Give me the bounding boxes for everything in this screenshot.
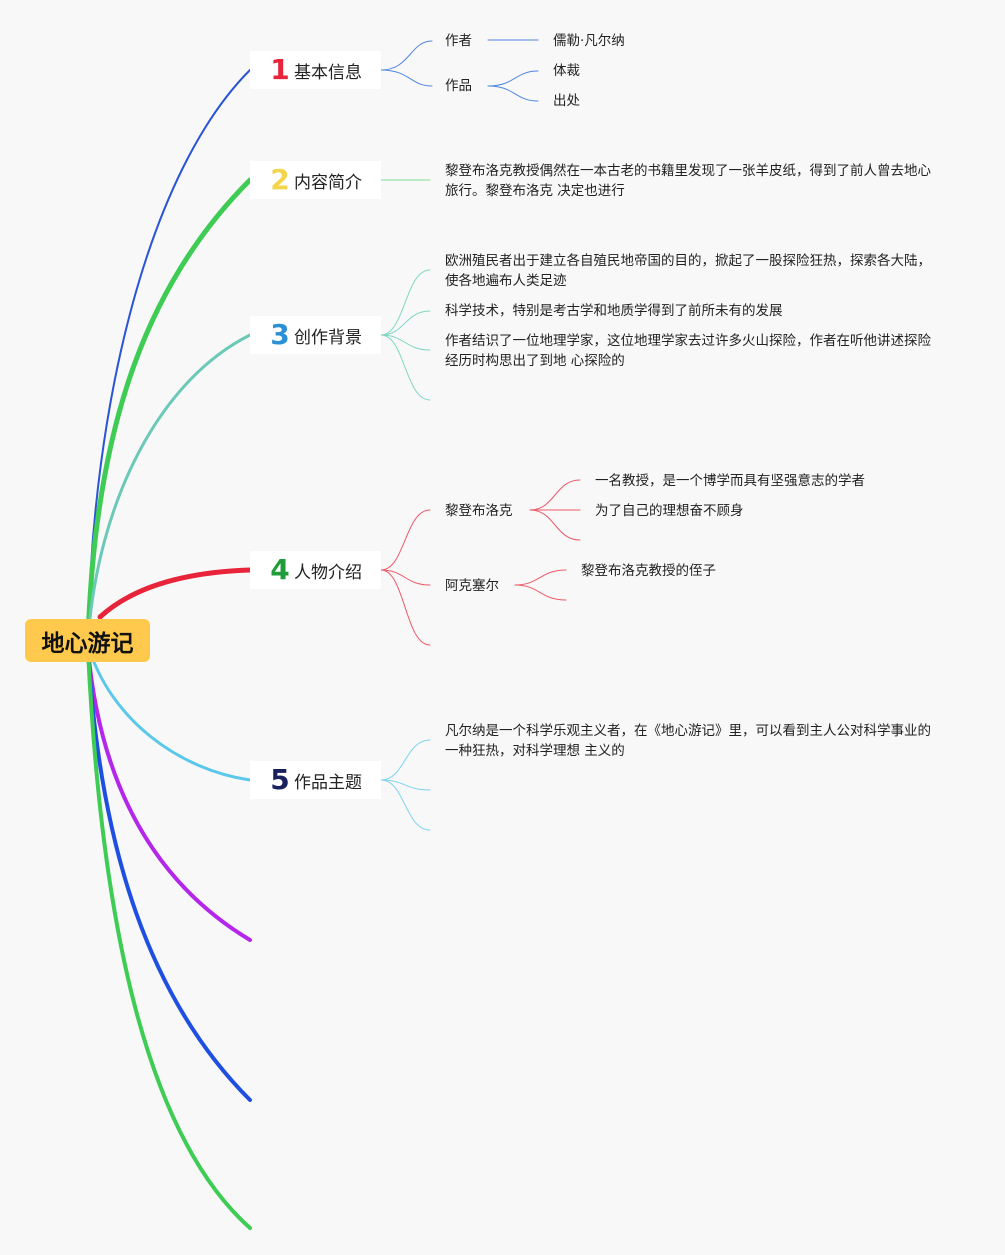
connector-b4-c1 <box>380 509 431 571</box>
root-label: 地心游记 <box>41 630 134 657</box>
node-background-3[interactable]: 作者结识了一位地理学家，这位地理学家去过许多火山探险，作者在听他讲述探险经历时构… <box>445 333 931 369</box>
node-character-1-desc-1[interactable]: 一名教授，是一个博学而具有坚强意志的学者 <box>595 473 865 489</box>
branch-label-theme: 作品主题 <box>294 772 362 793</box>
connector-b4-c2 <box>380 569 431 586</box>
node-work-source[interactable]: 出处 <box>553 93 580 109</box>
connector-c2-empty <box>514 584 567 601</box>
branch-label-characters: 人物介绍 <box>294 562 362 583</box>
connector-root-extra-green <box>86 648 252 1230</box>
connector-b5-3 <box>380 779 431 831</box>
connector-root-b4 <box>97 567 253 620</box>
connector-b4-empty <box>380 569 431 646</box>
connector-root-b3 <box>86 333 252 642</box>
node-theme-text[interactable]: 凡尔纳是一个科学乐观主义者，在《地心游记》里，可以看到主人公对科学事业的一种狂热… <box>445 723 931 759</box>
connector-b3-3 <box>380 334 431 351</box>
branch-label-background: 创作背景 <box>294 327 362 348</box>
node-character-1-desc-2[interactable]: 为了自己的理想奋不顾身 <box>595 503 744 519</box>
node-work-key[interactable]: 作品 <box>445 78 472 94</box>
connector-b1-author <box>380 40 433 71</box>
node-author-value[interactable]: 儒勒·凡尔纳 <box>553 33 625 49</box>
branch-background[interactable]: 3 创作背景 <box>250 316 381 354</box>
node-character-1[interactable]: 黎登布洛克 <box>445 503 513 519</box>
branch-label-summary: 内容简介 <box>294 172 362 193</box>
branch-number-2: 2 <box>270 163 290 196</box>
node-work-genre[interactable]: 体裁 <box>553 63 580 79</box>
branch-number-5: 5 <box>270 763 290 796</box>
connector-root-b1 <box>87 69 251 641</box>
connector-b3-1 <box>380 269 431 336</box>
connector-b3-2 <box>380 310 431 336</box>
node-character-2[interactable]: 阿克塞尔 <box>445 578 499 594</box>
node-author-key[interactable]: 作者 <box>445 33 472 49</box>
connector-c1-empty <box>529 509 581 541</box>
connector-b3-4 <box>380 334 431 401</box>
root-topic[interactable]: 地心游记 <box>25 619 150 662</box>
node-character-2-desc-1[interactable]: 黎登布洛克教授的侄子 <box>581 563 716 579</box>
connector-work-genre <box>487 70 539 87</box>
branch-number-1: 1 <box>270 53 290 86</box>
connector-b1-work <box>380 69 433 87</box>
branch-label-basic-info: 基本信息 <box>294 62 362 83</box>
node-background-1[interactable]: 欧洲殖民者出于建立各自殖民地帝国的目的，掀起了一股探险狂热，探索各大陆，使各地遍… <box>445 253 931 289</box>
connector-c2-desc-1 <box>514 569 567 586</box>
branch-theme[interactable]: 5 作品主题 <box>250 761 381 799</box>
node-summary-text[interactable]: 黎登布洛克教授偶然在一本古老的书籍里发现了一张羊皮纸，得到了前人曾去地心旅行。黎… <box>445 163 931 199</box>
connector-root-b2 <box>85 177 253 643</box>
branch-summary[interactable]: 2 内容简介 <box>250 161 381 199</box>
branch-number-4: 4 <box>270 553 290 586</box>
connector-root-b5 <box>86 643 252 782</box>
connector-b5-1 <box>380 739 431 781</box>
connector-c1-desc-1 <box>529 479 581 511</box>
connector-b5-2 <box>380 779 431 791</box>
node-background-2[interactable]: 科学技术，特别是考古学和地质学得到了前所未有的发展 <box>445 303 783 319</box>
branch-basic-info[interactable]: 1 基本信息 <box>250 51 381 89</box>
connector-work-source <box>487 85 539 102</box>
branch-characters[interactable]: 4 人物介绍 <box>250 551 381 589</box>
branch-number-3: 3 <box>270 318 290 351</box>
connector-root-extra-blue <box>86 648 252 1102</box>
connector-root-extra-purple <box>86 648 252 942</box>
